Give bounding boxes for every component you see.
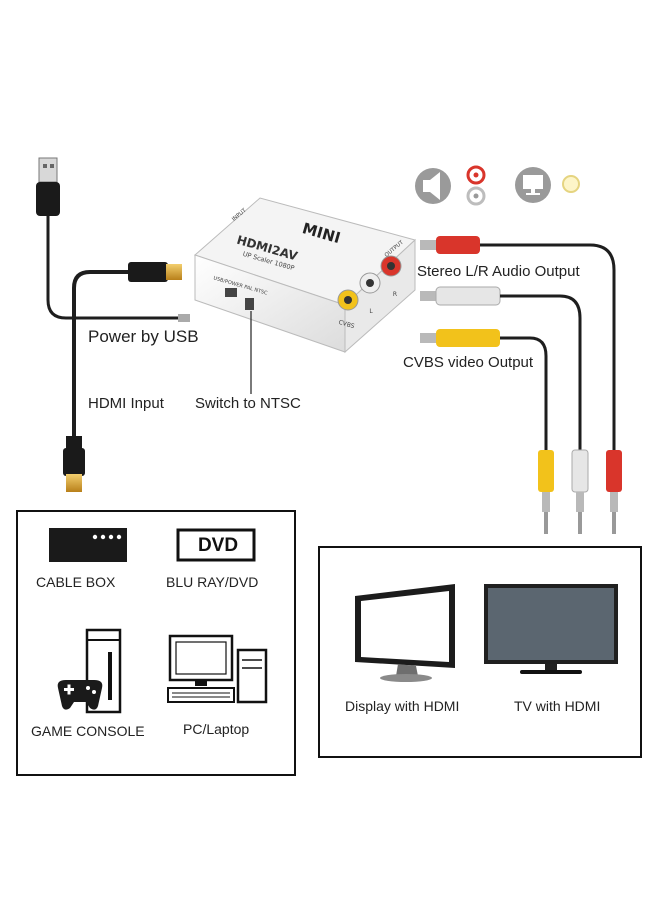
video-output-label: CVBS video Output: [403, 354, 534, 371]
hdmi-plug-bottom-icon: [63, 436, 85, 492]
converter-cvbs-label: CVBS: [338, 319, 356, 330]
monitor-small-icon: [515, 167, 551, 203]
switch-ntsc-label: Switch to NTSC: [195, 395, 301, 412]
converter-brand: MINI: [300, 219, 342, 247]
displays-panel: [318, 546, 642, 758]
display-label-tv: TV with HDMI: [514, 698, 601, 714]
rca-cable-white: [420, 286, 589, 534]
speaker-icon: [415, 168, 451, 204]
dvd-badge: DVD: [197, 535, 239, 556]
hdmi-plug-icon: [128, 262, 182, 282]
rca-cable-red: [420, 236, 622, 534]
source-label-pc: PC/Laptop: [183, 721, 250, 737]
hdmi-cable: [72, 270, 128, 440]
source-label-cable-box: CABLE BOX: [36, 574, 116, 590]
display-label-monitor: Display with HDMI: [345, 698, 460, 714]
converter-box: [194, 197, 417, 354]
power-usb-label: Power by USB: [88, 327, 199, 346]
source-label-bluray: BLU RAY/DVD: [166, 574, 259, 590]
video-jack-icon: [562, 175, 580, 193]
hdmi-input-label: HDMI Input: [88, 395, 164, 412]
converter-switch-label: USB/POWER PAL NTSC: [213, 275, 269, 296]
power-jack: [178, 314, 190, 322]
converter-input-label: INPUT: [231, 207, 248, 223]
converter-r-label: R: [393, 291, 397, 298]
audio-output-label: Stereo L/R Audio Output: [417, 263, 580, 280]
source-label-game-console: GAME CONSOLE: [31, 723, 145, 739]
usb-cable: [46, 216, 180, 320]
converter-output-label: OUTPUT: [384, 239, 406, 258]
audio-jacks-icon: [466, 165, 486, 206]
rca-cable-yellow: [420, 329, 554, 534]
converter-l-label: L: [369, 308, 373, 315]
usb-plug-icon: [36, 157, 60, 216]
